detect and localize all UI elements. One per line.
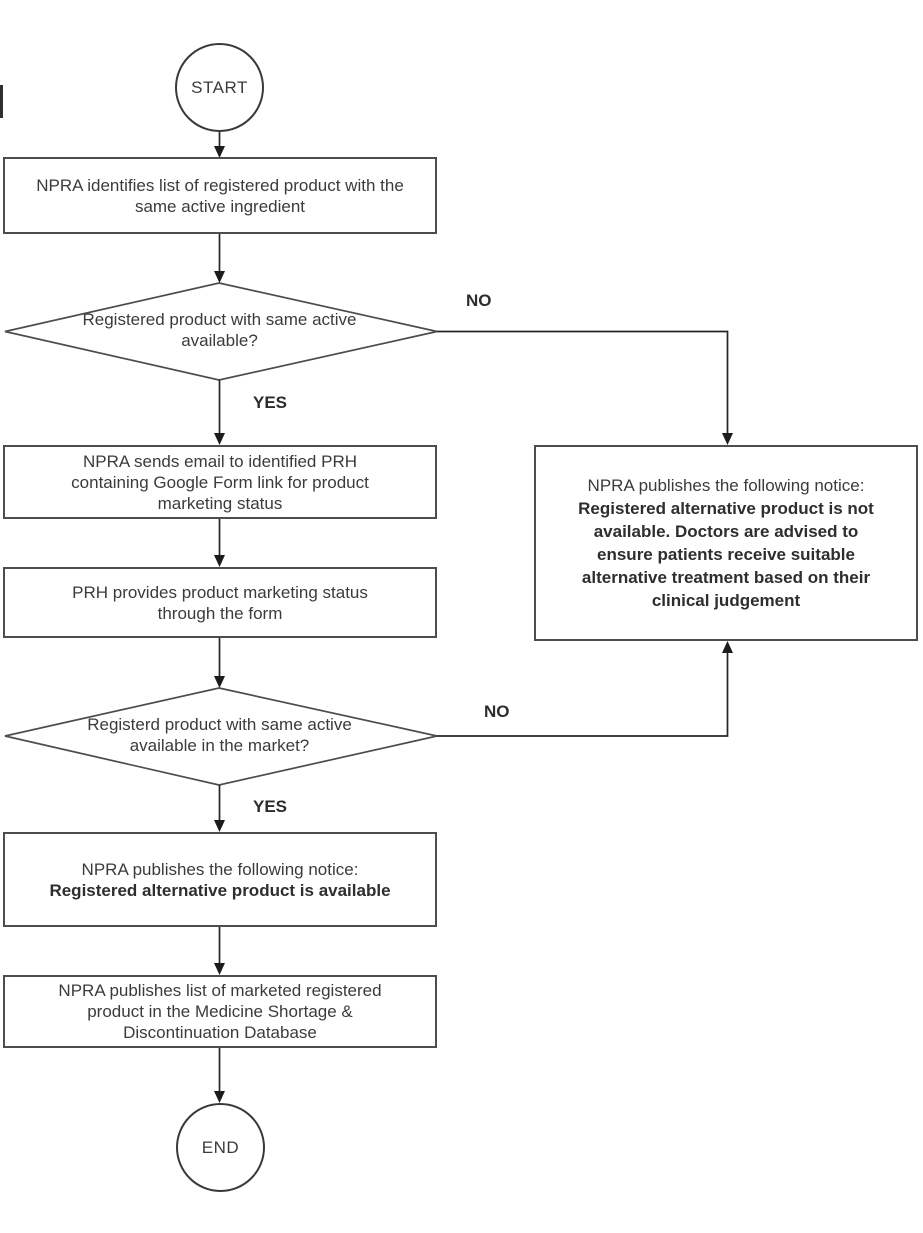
process-send-email: NPRA sends email to identified PRH conta… (3, 445, 437, 519)
arrowhead-decision1-yes (214, 433, 225, 445)
end-label: END (201, 1138, 240, 1157)
arrowhead-start-identify (214, 146, 225, 158)
yes-label-2: YES (253, 797, 288, 816)
yes-label-1: YES (253, 393, 288, 412)
notice-not-available-bold: Registered alternative product is not av… (578, 499, 874, 610)
notice-available-intro: NPRA publishes the following notice: (81, 859, 359, 879)
notice-available-bold: Registered alternative product is availa… (49, 880, 391, 900)
arrowhead-decision1-no (722, 433, 733, 445)
no-label-2: NO (484, 702, 510, 721)
process-prh-provides: PRH provides product marketing status th… (3, 567, 437, 638)
start-label: START (191, 78, 248, 97)
process-identify-text: NPRA identifies list of registered produ… (36, 175, 404, 216)
process-prh-provides-text: PRH provides product marketing status th… (72, 582, 368, 623)
no-label-1: NO (466, 291, 492, 310)
arrowhead-email-prh (214, 555, 225, 567)
decision-market-label: Registerd product with same active avail… (44, 714, 395, 756)
decision-available-label: Registered product with same active avai… (44, 309, 395, 351)
process-send-email-text: NPRA sends email to identified PRH conta… (71, 451, 369, 513)
arrowhead-notice-publish (214, 963, 225, 975)
process-publish-list: NPRA publishes list of marketed register… (3, 975, 437, 1048)
arrowhead-prh-decision2 (214, 676, 225, 688)
process-notice-available: NPRA publishes the following notice: Reg… (3, 832, 437, 927)
process-publish-list-text: NPRA publishes list of marketed register… (58, 981, 382, 1042)
start-node: START (175, 43, 264, 132)
end-node: END (176, 1103, 265, 1192)
edge-decision1-no (437, 330, 729, 434)
arrowhead-publish-end (214, 1091, 225, 1103)
decision-available-text: Registered product with same active avai… (82, 310, 357, 350)
scan-artifact (0, 85, 3, 118)
arrowhead-identify-decision1 (214, 271, 225, 283)
notice-not-available-intro: NPRA publishes the following notice: (587, 476, 865, 495)
arrowhead-decision2-no (722, 641, 733, 653)
decision-market-text: Registerd product with same active avail… (87, 715, 352, 755)
edge-decision2-no (437, 652, 729, 737)
process-identify-products: NPRA identifies list of registered produ… (3, 157, 437, 234)
process-notice-not-available: NPRA publishes the following notice: Reg… (534, 445, 918, 641)
arrowhead-decision2-yes (214, 820, 225, 832)
